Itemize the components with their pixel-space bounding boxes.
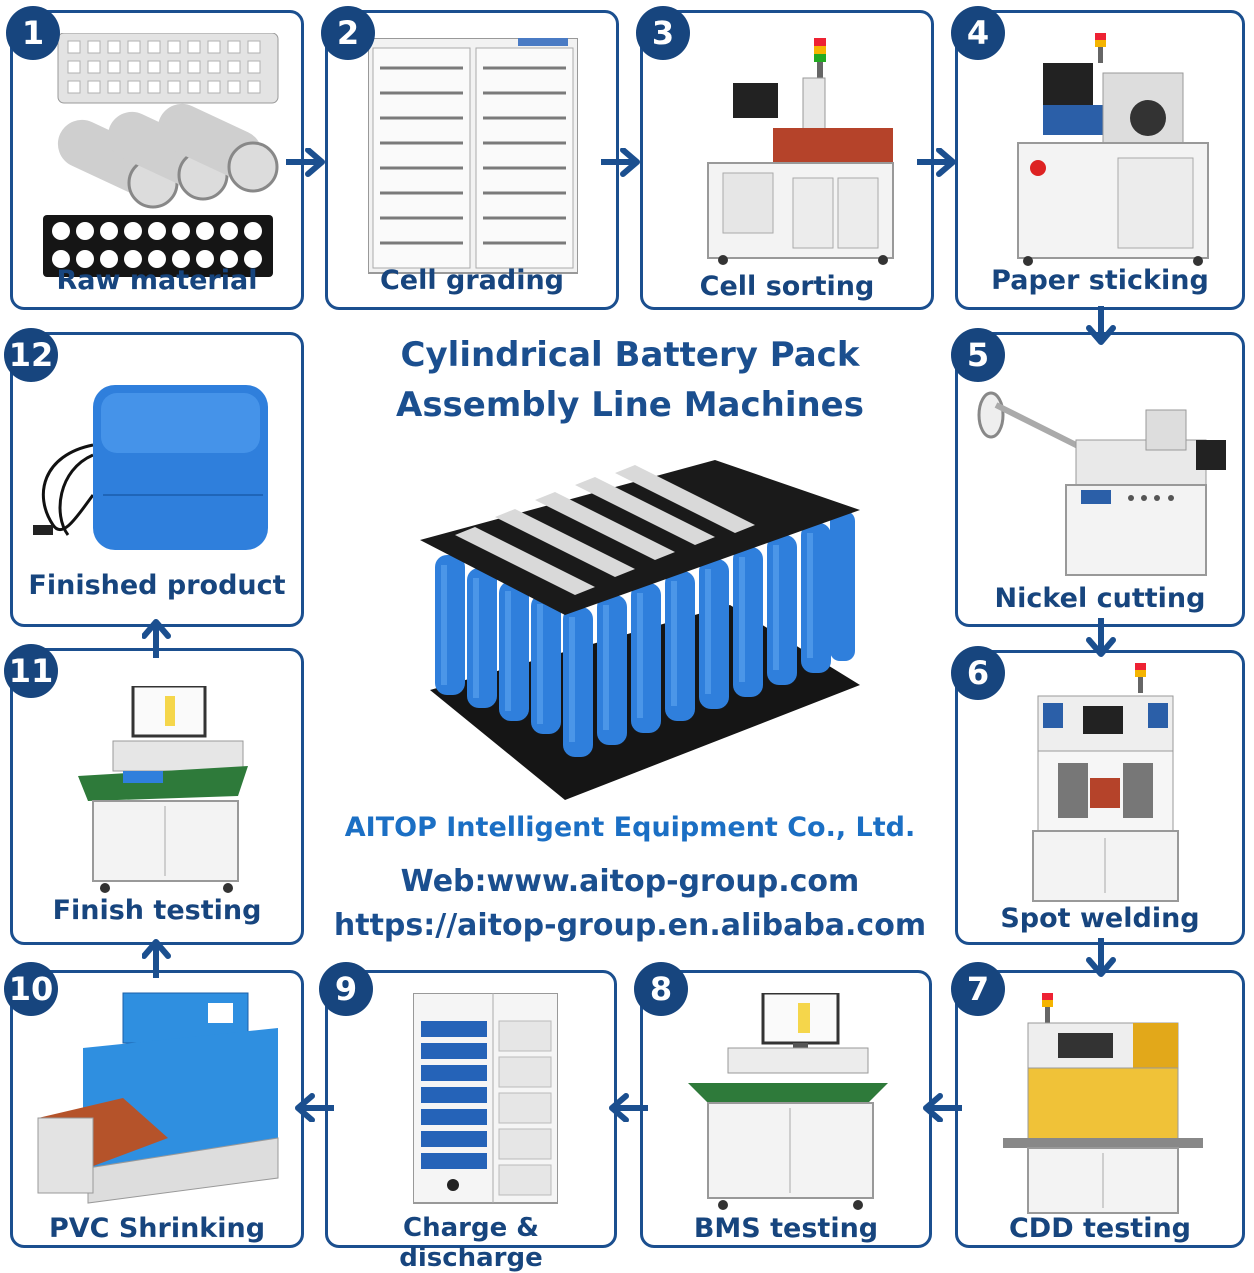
- cell-grading-illustration: [367, 37, 579, 282]
- page-title-line-1: Cylindrical Battery Pack: [400, 335, 860, 375]
- arrow-right-1-2: [286, 148, 330, 178]
- arrow-up-11-12: [142, 614, 172, 658]
- company-name: AITOP Intelligent Equipment Co., Ltd.: [344, 812, 916, 843]
- step-label-5: Nickel cutting: [994, 583, 1206, 614]
- step-badge-9: 9: [319, 962, 373, 1016]
- step-card-8: BMS testing: [640, 970, 932, 1248]
- arrow-left-7-8: [918, 1092, 962, 1122]
- arrow-left-9-10: [290, 1092, 334, 1122]
- step-badge-4: 4: [951, 6, 1005, 60]
- step-badge-7: 7: [951, 962, 1005, 1016]
- step-label-7: CDD testing: [1008, 1213, 1192, 1244]
- step-label-1: Raw material: [56, 265, 258, 296]
- step-label-11: Finish testing: [52, 895, 262, 926]
- step-card-12: Finished product: [10, 332, 304, 627]
- step-card-9: Charge & discharge: [325, 970, 617, 1273]
- cell-sorting-illustration: [693, 38, 903, 272]
- step-badge-8: 8: [634, 962, 688, 1016]
- arrow-right-2-3: [601, 148, 645, 178]
- step-card-10: PVC Shrinking: [10, 970, 304, 1248]
- raw-material-illustration: [33, 32, 288, 287]
- bms-testing-illustration: [683, 991, 893, 1217]
- battery-pack-illustration: [415, 455, 865, 819]
- step-label-3: Cell sorting: [699, 271, 875, 302]
- step-label-10: PVC Shrinking: [48, 1213, 266, 1244]
- arrow-right-3-4: [917, 148, 961, 178]
- arrow-down-4-5: [1086, 306, 1116, 350]
- company-web: Web:www.aitop-group.com: [400, 864, 860, 899]
- charge-discharge-illustration: [412, 992, 559, 1212]
- step-badge-12: 12: [4, 328, 58, 382]
- arrow-down-5-6: [1086, 618, 1116, 662]
- step-badge-10: 10: [4, 962, 58, 1016]
- company-alibaba-url: https://aitop-group.en.alibaba.com: [333, 908, 927, 943]
- finish-testing-illustration: [73, 684, 253, 900]
- step-label-6: Spot welding: [1000, 903, 1200, 934]
- step-badge-11: 11: [4, 644, 58, 698]
- step-card-7: CDD testing: [955, 970, 1245, 1248]
- cdd-testing-illustration: [1003, 988, 1203, 1222]
- step-label-4: Paper sticking: [991, 265, 1209, 296]
- spot-welding-illustration: [1028, 658, 1188, 907]
- step-badge-5: 5: [951, 328, 1005, 382]
- step-card-11: Finish testing: [10, 648, 304, 945]
- arrow-left-8-9: [604, 1092, 648, 1122]
- step-card-1: Raw material: [10, 10, 304, 310]
- step-label-2: Cell grading: [379, 265, 565, 296]
- page-title-line-2: Assembly Line Machines: [396, 385, 864, 425]
- arrow-down-6-7: [1086, 938, 1116, 982]
- step-card-4: Paper sticking: [955, 10, 1245, 310]
- step-card-5: Nickel cutting: [955, 332, 1245, 627]
- step-label-9: Charge & discharge: [399, 1213, 543, 1273]
- step-label-8: BMS testing: [693, 1213, 879, 1244]
- pvc-shrinking-illustration: [28, 988, 298, 1212]
- step-card-6: Spot welding: [955, 650, 1245, 945]
- nickel-cutting-illustration: [966, 390, 1236, 584]
- finished-product-illustration: [33, 375, 293, 559]
- step-card-2: Cell grading: [325, 10, 619, 310]
- paper-sticking-illustration: [1008, 33, 1218, 272]
- step-badge-2: 2: [321, 6, 375, 60]
- arrow-up-10-11: [142, 934, 172, 978]
- step-label-12: Finished product: [28, 570, 286, 601]
- step-card-3: Cell sorting: [640, 10, 934, 310]
- step-badge-6: 6: [951, 646, 1005, 700]
- step-badge-1: 1: [6, 6, 60, 60]
- step-badge-3: 3: [636, 6, 690, 60]
